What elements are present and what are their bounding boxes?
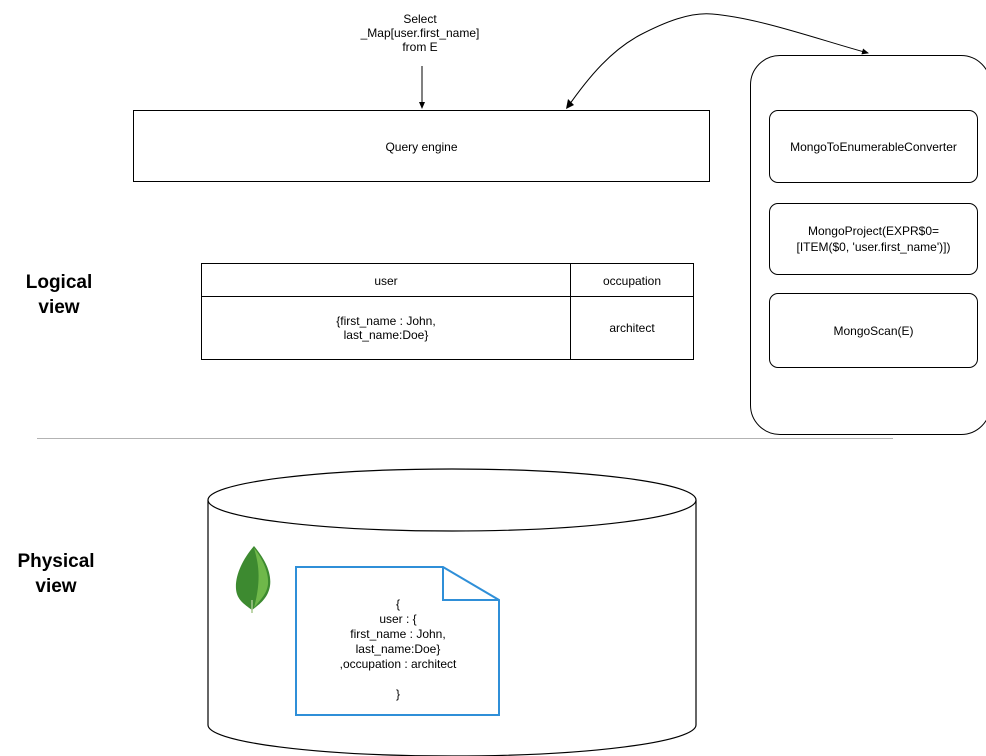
select-line: from E: [402, 40, 438, 54]
document-line: last_name:Doe}: [355, 642, 441, 656]
view-divider: [37, 438, 893, 439]
document-line: }: [395, 687, 400, 701]
plan-node-converter: MongoToEnumerableConverter: [769, 110, 978, 183]
logical-label-line: view: [38, 297, 80, 318]
table-header-occupation: occupation: [602, 273, 662, 288]
table-cell-user: {first_name : John, last_name:Doe}: [202, 297, 570, 359]
document-text: { user : { first_name : John, last_name:…: [298, 597, 498, 702]
select-line: Select: [403, 12, 437, 26]
document-line: [298, 672, 498, 687]
physical-label-line: Physical: [17, 551, 95, 572]
document-line: user : {: [379, 612, 417, 626]
plan-node-label: MongoToEnumerableConverter: [790, 139, 957, 154]
plan-node-project: MongoProject(EXPR$0= [ITEM($0, 'user.fir…: [769, 203, 978, 275]
logical-table: user occupation {first_name : John, last…: [201, 263, 694, 360]
engine-plan-curve-start-head: [566, 99, 574, 109]
plan-node-label: MongoScan(E): [833, 323, 914, 338]
mongodb-leaf-icon: [235, 546, 271, 613]
table-column-divider: [570, 264, 571, 359]
plan-node-label: [ITEM($0, 'user.first_name')]): [796, 240, 951, 254]
cell-line: {first_name : John,: [336, 314, 436, 328]
document-line: first_name : John,: [350, 627, 446, 641]
plan-node-scan: MongoScan(E): [769, 293, 978, 368]
document-line: {: [395, 597, 400, 611]
physical-label-line: view: [35, 576, 77, 597]
document-line: ,occupation : architect: [339, 657, 457, 671]
select-query-text: Select _Map[user.first_name] from E: [320, 12, 520, 54]
document-icon: [295, 566, 500, 716]
table-header-user: user: [374, 273, 398, 288]
physical-view-label: Physical view: [0, 549, 112, 599]
table-cell-occupation: architect: [609, 321, 655, 335]
engine-plan-curve: [566, 13, 869, 109]
table-header-row: [202, 264, 693, 297]
query-engine-label: Query engine: [385, 140, 458, 154]
plan-node-label: MongoProject(EXPR$0=: [807, 224, 940, 238]
logical-label-line: Logical: [25, 272, 93, 293]
cell-line: last_name:Doe}: [343, 328, 429, 342]
select-line: _Map[user.first_name]: [360, 26, 480, 40]
logical-view-label: Logical view: [4, 270, 114, 320]
query-engine-box: [133, 110, 710, 182]
